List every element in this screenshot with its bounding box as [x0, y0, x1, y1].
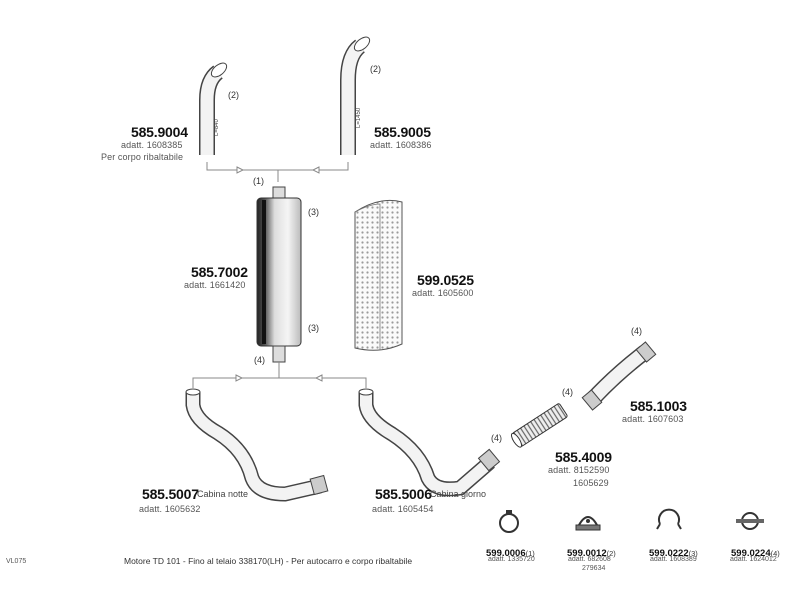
- clamp-2-number: 599.0012: [567, 548, 607, 559]
- bent-pipe-number: 585.1003: [630, 398, 687, 414]
- flex-hose-adapt: adatt. 8152590: [548, 465, 610, 475]
- diagram-code: VL075: [6, 558, 27, 565]
- pipe-585-9004-note: Per corpo ribaltabile: [101, 152, 184, 162]
- heat-shield-599-0525-drawing: [354, 199, 403, 351]
- muffler-ref-bottom: (4): [254, 355, 265, 365]
- clamp-4-label: 599.0224(4): [731, 544, 780, 560]
- muffler-ref-top: (1): [253, 176, 264, 186]
- pipe-585-9005-ref: (2): [370, 64, 381, 74]
- muffler-adapt: adatt. 1661420: [184, 280, 246, 290]
- clamp-2-icon: [575, 516, 601, 531]
- flex-hose-number: 585.4009: [555, 449, 612, 465]
- shield-number: 599.0525: [417, 272, 474, 288]
- bent-pipe-ref: (4): [631, 326, 642, 336]
- clamp-3-icon: [656, 508, 682, 530]
- clamp-2-adapt: adatt. 682608: [568, 556, 611, 563]
- pipe-585-5006-ref: (4): [491, 433, 502, 443]
- clamp-1-adapt: adatt. 1335720: [488, 556, 535, 563]
- clamp-1-ref: (1): [525, 549, 535, 558]
- pipe-585-9004-adapt: adatt. 1608385: [121, 140, 183, 150]
- muffler-ref-side-lower: (3): [308, 323, 319, 333]
- clamp-4-number: 599.0224: [731, 548, 771, 559]
- footer-description: Motore TD 101 - Fino al telaio 338170(LH…: [124, 556, 413, 566]
- clamp-1-number: 599.0006: [486, 548, 526, 559]
- pipe-585-9005-drawing: [340, 36, 371, 155]
- flex-hose-585-4009-drawing: [510, 403, 568, 448]
- clamp-3-ref: (3): [688, 549, 698, 558]
- clamp-1-icon: [499, 510, 519, 533]
- muffler-number: 585.7002: [191, 264, 248, 280]
- clamp-3-adapt: adatt. 1608389: [650, 556, 697, 563]
- pipe-585-9005-number: 585.9005: [374, 124, 431, 140]
- clamp-2-label: 599.0012(2): [567, 544, 616, 560]
- clamp-4-adapt: adatt. 1624012: [730, 556, 777, 563]
- bent-pipe-585-1003-drawing: [581, 341, 657, 411]
- clamp-4-icon: [736, 512, 764, 530]
- clamp-2-ref: (2): [606, 549, 616, 558]
- muffler-ref-side-upper: (3): [308, 207, 319, 217]
- lower-connector-lines: [192, 362, 367, 388]
- pipe-585-9005-adapt: adatt. 1608386: [370, 140, 432, 150]
- upper-connector-lines: [206, 162, 349, 182]
- flex-hose-ref: (4): [562, 387, 573, 397]
- pipe-585-5006-adapt: adatt. 1605454: [372, 504, 434, 514]
- bent-pipe-adapt: adatt. 1607603: [622, 414, 684, 424]
- pipe-585-9004-drawing: [199, 62, 228, 155]
- clamp-4-ref: (4): [770, 549, 780, 558]
- clamp-1-label: 599.0006(1): [486, 544, 535, 560]
- clamp-3-number: 599.0222: [649, 548, 689, 559]
- pipe-585-5007-adapt: adatt. 1605632: [139, 504, 201, 514]
- clamp-2-adapt-2: 279634: [582, 565, 606, 572]
- clamp-3-label: 599.0222(3): [649, 544, 698, 560]
- pipe-585-5006-number: 585.5006: [375, 486, 432, 502]
- muffler-585-7002-drawing: [256, 186, 302, 363]
- pipe-585-9004-number: 585.9004: [131, 124, 188, 140]
- pipe-585-5007-number: 585.5007: [142, 486, 199, 502]
- pipe-585-9004-ref: (2): [228, 90, 239, 100]
- pipe-585-5007-note: Cabina notte: [197, 489, 249, 499]
- pipe-585-5006-drawing: [358, 388, 501, 497]
- pipe-585-9005-length: L=1450: [356, 107, 362, 128]
- pipe-585-9004-length: L=840: [214, 119, 220, 136]
- flex-hose-adapt-2: 1605629: [573, 478, 609, 488]
- pipe-585-5006-note: Cabina giorno: [430, 489, 487, 499]
- pipe-585-5007-drawing: [185, 388, 329, 502]
- shield-adapt: adatt. 1605600: [412, 288, 474, 298]
